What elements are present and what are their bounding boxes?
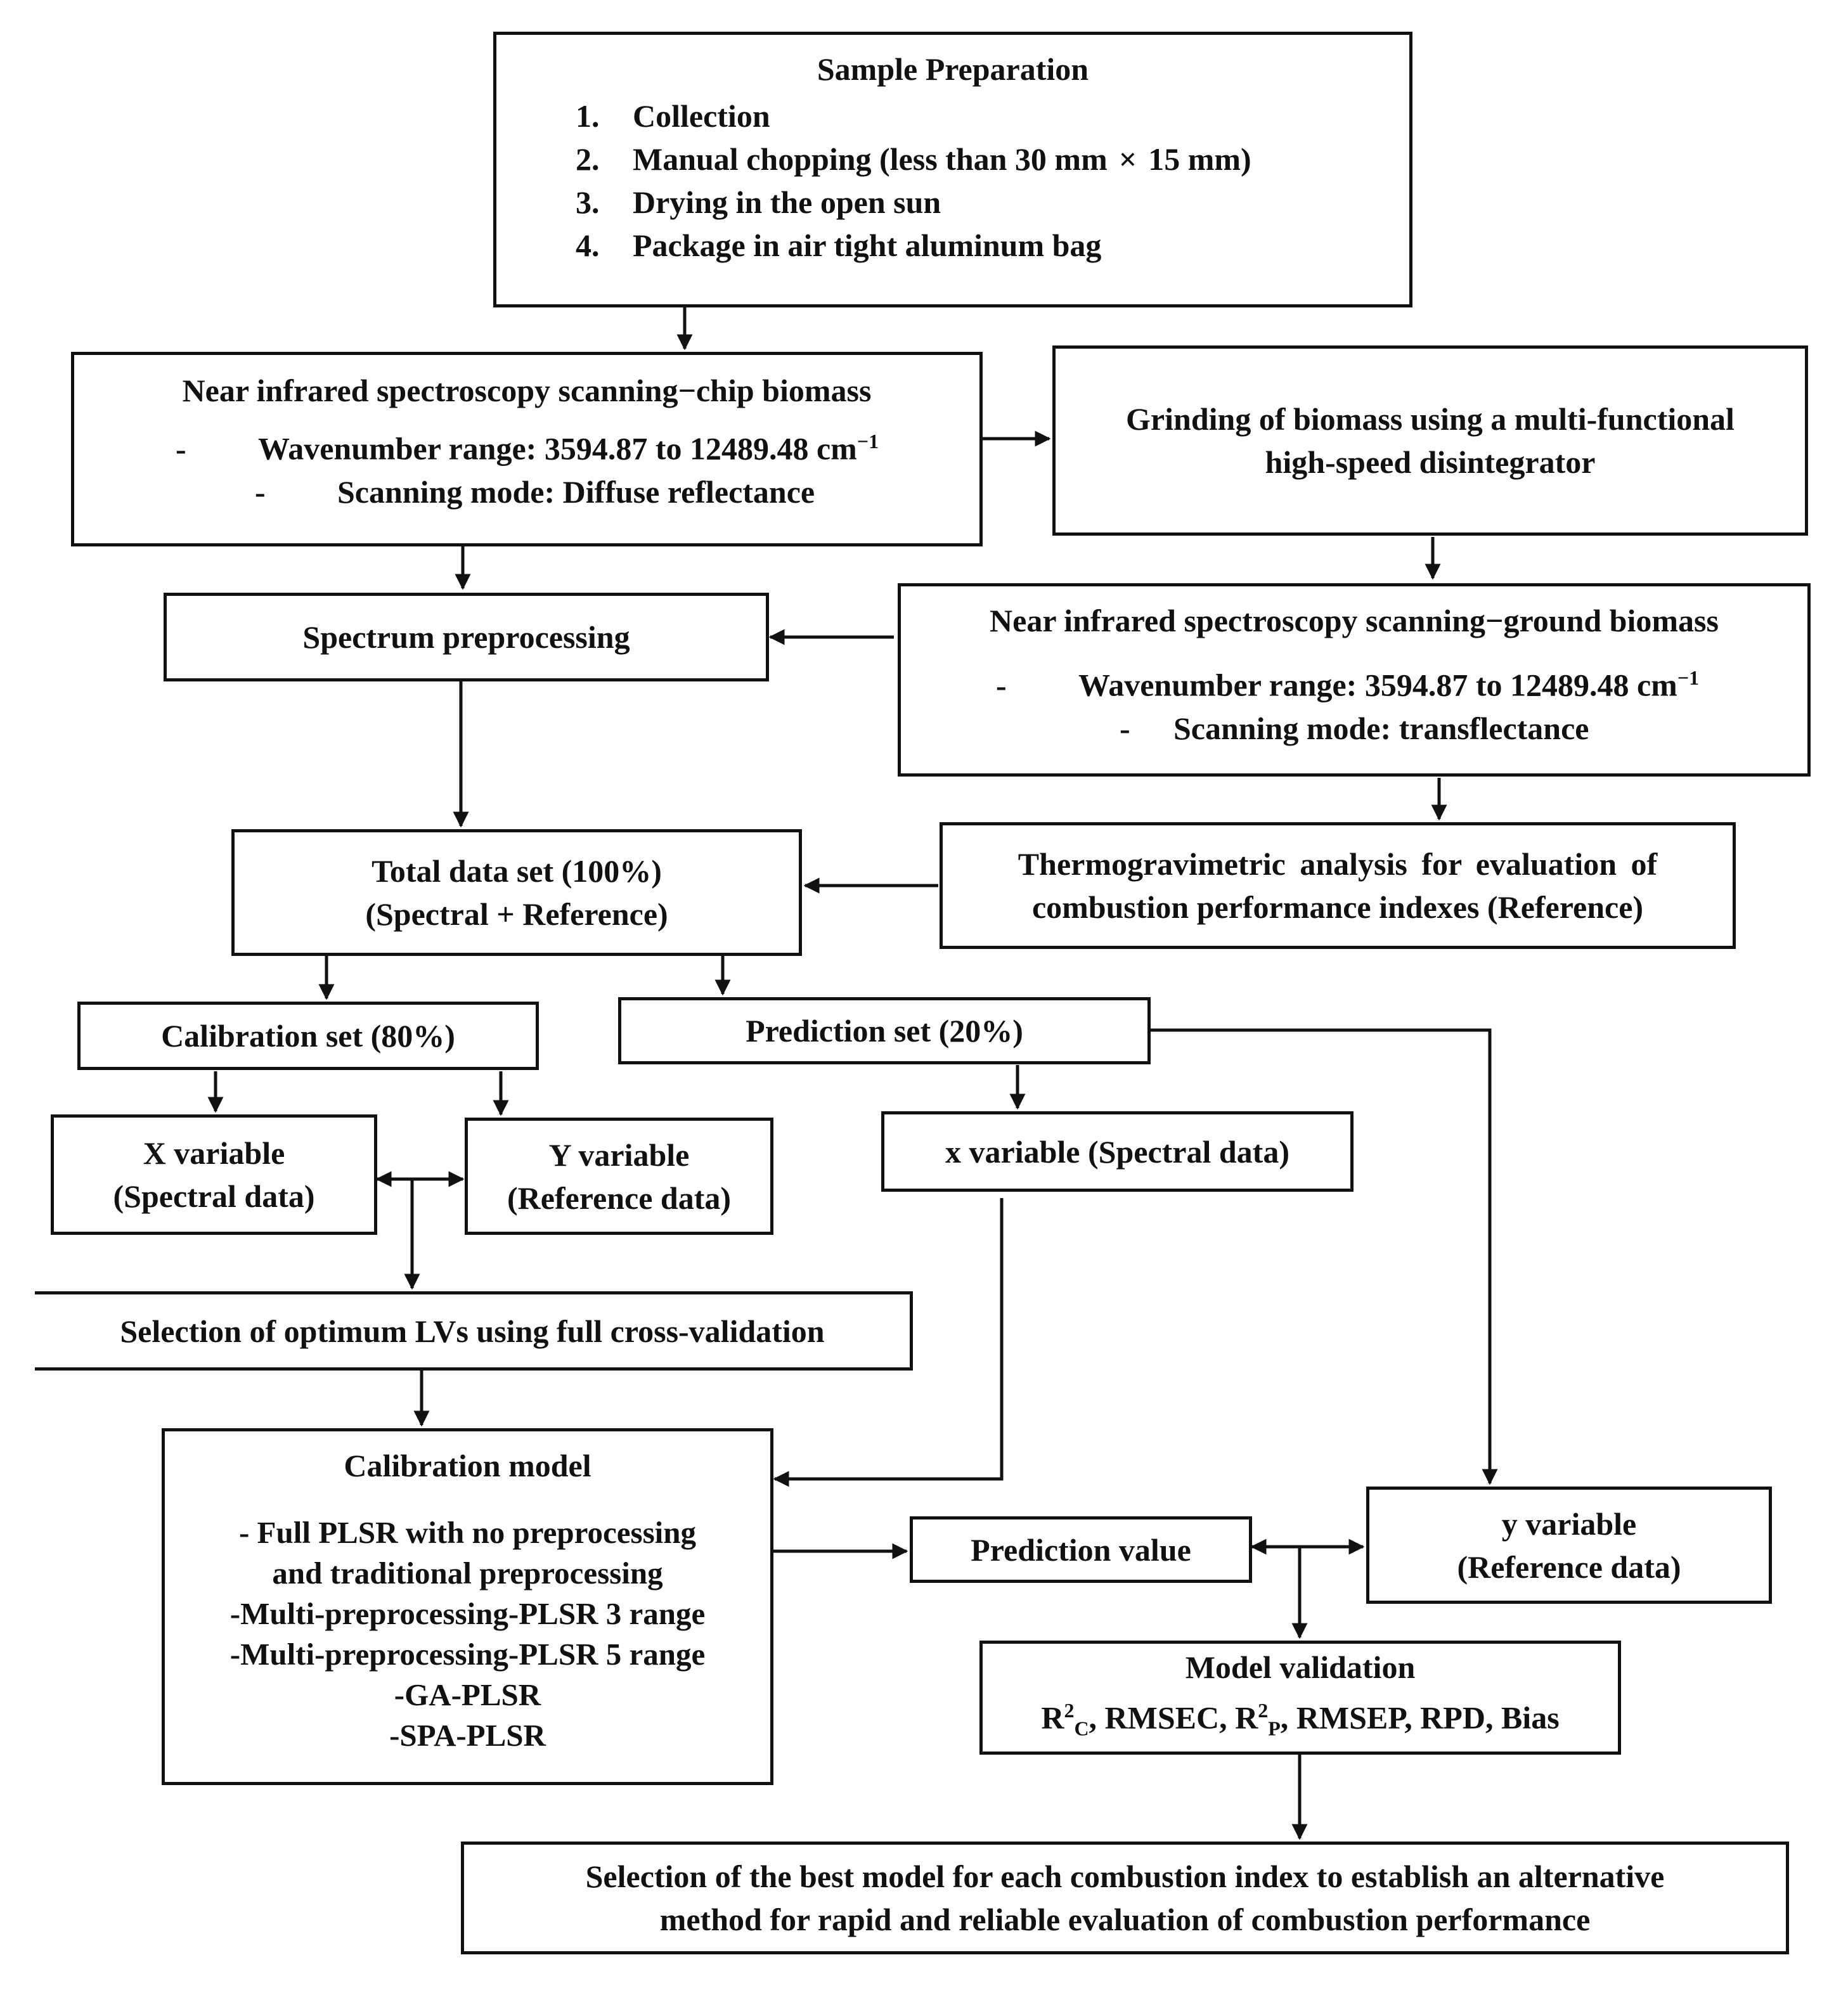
nir-chip-wavenumber: -Wavenumber range: 3594.87 to 12489.48 c… — [176, 430, 879, 467]
total-data-set-box: Total data set (100%) (Spectral + Refere… — [231, 829, 802, 956]
y-variable-line-1: Y variable — [548, 1137, 690, 1173]
prediction-set-box: Prediction set (20%) — [618, 997, 1151, 1064]
model-validation-metrics: R2C, RMSEC, R2P, RMSEP, RPD, Bias — [1041, 1698, 1560, 1740]
nir-ground-box: Near infrared spectroscopy scanning−grou… — [898, 583, 1811, 777]
sample-preparation-box: Sample Preparation 1. Collection 2. Manu… — [493, 32, 1412, 307]
total-data-set-line-1: Total data set (100%) — [372, 853, 662, 889]
x-variable-line-2: (Spectral data) — [113, 1178, 315, 1214]
calibration-set-box: Calibration set (80%) — [77, 1002, 539, 1070]
step-2: 2. Manual chopping (less than 30 mm × 15… — [576, 138, 1409, 181]
calibration-model-item-6: -SPA-PLSR — [389, 1718, 546, 1753]
calibration-set-label: Calibration set (80%) — [161, 1018, 455, 1054]
lv-selection-box: Selection of optimum LVs using full cros… — [35, 1291, 913, 1371]
x-variable-box: X variable (Spectral data) — [51, 1114, 377, 1235]
thermogravimetric-line-1: Thermogravimetric analysis for evaluatio… — [1018, 846, 1658, 882]
nir-ground-title: Near infrared spectroscopy scanning−grou… — [990, 603, 1719, 638]
step-4: 4. Package in air tight aluminum bag — [576, 228, 1102, 263]
y-variable-pred-line-1: y variable — [1501, 1506, 1637, 1542]
calibration-model-item-1: - Full PLSR with no preprocessing — [238, 1515, 697, 1550]
prediction-value-box: Prediction value — [910, 1516, 1252, 1583]
best-model-line-1: Selection of the best model for each com… — [585, 1859, 1665, 1894]
step-3: 3. Drying in the open sun — [576, 184, 941, 220]
nir-chip-title: Near infrared spectroscopy scanning−chip… — [182, 373, 872, 408]
y-variable-pred-line-2: (Reference data) — [1457, 1549, 1681, 1585]
lv-selection-label: Selection of optimum LVs using full cros… — [120, 1313, 825, 1349]
y-variable-line-2: (Reference data) — [507, 1180, 732, 1216]
prediction-set-label: Prediction set (20%) — [746, 1013, 1023, 1048]
calibration-model-item-5: -GA-PLSR — [394, 1677, 541, 1712]
calibration-model-title: Calibration model — [344, 1448, 591, 1483]
sample-preparation-title: Sample Preparation — [817, 51, 1089, 87]
model-validation-box: Model validation R2C, RMSEC, R2P, RMSEP,… — [979, 1641, 1621, 1755]
step-1: 1. Collection — [576, 98, 770, 134]
x-variable-line-1: X variable — [143, 1135, 285, 1171]
arrow-prediction-to-y-pred — [1151, 1028, 1498, 1485]
best-model-box: Selection of the best model for each com… — [461, 1842, 1789, 1954]
calibration-model-box: Calibration model - Full PLSR with no pr… — [162, 1428, 773, 1785]
nir-ground-wavenumber: -Wavenumber range: 3594.87 to 12489.48 c… — [996, 666, 1700, 703]
prediction-value-label: Prediction value — [971, 1532, 1191, 1568]
y-variable-box: Y variable (Reference data) — [465, 1118, 773, 1235]
spectrum-preprocessing-label: Spectrum preprocessing — [302, 619, 630, 655]
multiply-symbol: × — [1118, 141, 1137, 177]
x-variable-pred-box: x variable (Spectral data) — [881, 1111, 1354, 1192]
thermogravimetric-line-2: combustion performance indexes (Referenc… — [1031, 889, 1644, 925]
calibration-model-item-4: -Multi-preprocessing-PLSR 5 range — [229, 1637, 706, 1672]
arrow-x-pred-to-calibration-model — [773, 1198, 1004, 1487]
grinding-line-1: Grinding of biomass using a multi-functi… — [1126, 401, 1735, 437]
thermogravimetric-box: Thermogravimetric analysis for evaluatio… — [940, 822, 1736, 949]
nir-chip-box: Near infrared spectroscopy scanning−chip… — [71, 352, 983, 546]
best-model-line-2: method for rapid and reliable evaluation… — [659, 1902, 1591, 1937]
calibration-model-item-3: -Multi-preprocessing-PLSR 3 range — [229, 1596, 706, 1631]
total-data-set-line-2: (Spectral + Reference) — [365, 896, 668, 932]
grinding-line-2: high-speed disintegrator — [1265, 444, 1596, 480]
calibration-model-item-2: and traditional preprocessing — [272, 1556, 663, 1590]
grinding-box: Grinding of biomass using a multi-functi… — [1052, 345, 1808, 536]
y-variable-pred-box: y variable (Reference data) — [1366, 1487, 1772, 1604]
spectrum-preprocessing-box: Spectrum preprocessing — [164, 593, 769, 681]
nir-chip-mode: -Scanning mode: Diffuse reflectance — [255, 474, 815, 510]
model-validation-title: Model validation — [1185, 1649, 1416, 1685]
nir-ground-mode: -Scanning mode: transflectance — [1120, 710, 1589, 746]
x-variable-pred-label: x variable (Spectral data) — [945, 1133, 1289, 1170]
